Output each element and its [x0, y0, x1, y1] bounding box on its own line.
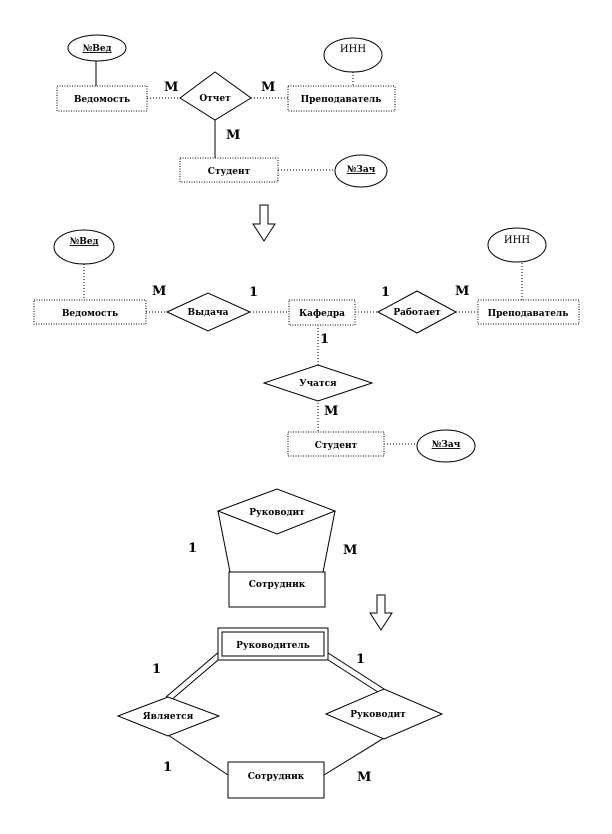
- entity-sotrudnik-3: [228, 571, 326, 608]
- cardinality-d3-right: М: [343, 543, 357, 558]
- connector-yavl-sotrudnik: [167, 734, 229, 776]
- connector-rukovoditel-ruk-b: [321, 655, 382, 695]
- relationship-vydacha-label: Выдача: [188, 308, 229, 318]
- cardinality-d1-right: М: [261, 80, 275, 95]
- entity-prepod-2: [477, 299, 580, 325]
- diagram-3: Руководит Сотрудник 1 М: [188, 488, 357, 608]
- relationship-rabotaet: [376, 290, 458, 334]
- attribute-inn-2: [487, 227, 547, 263]
- relationship-vydacha: [165, 292, 252, 332]
- entity-vedomost-2: [33, 299, 147, 325]
- cardinality-d1-left: М: [164, 80, 178, 95]
- diagram-4: Руководитель Является Руководит Сотрудни…: [116, 627, 444, 799]
- entity-sotrudnik-4-label: Сотрудник: [248, 772, 305, 782]
- connector-rukovoditel-yavl-a: [165, 650, 221, 698]
- relationship-rabotaet-label: Работает: [393, 307, 441, 318]
- attribute-nved-2: [53, 229, 115, 265]
- relationship-rukovodit-4: [324, 688, 444, 740]
- entity-rukovoditel-label: Руководитель: [236, 641, 310, 651]
- cardinality-d3-left: 1: [188, 541, 197, 556]
- relationship-yavlyaetsya: [116, 696, 221, 737]
- relationship-rukovodit-3: [216, 488, 337, 535]
- entity-student-2: [287, 431, 385, 457]
- entity-prepod-1: [287, 85, 396, 112]
- cardinality-d2-prepod: М: [455, 284, 469, 299]
- relationship-rukovodit-4-label: Руководит: [350, 710, 406, 720]
- entity-rukovoditel: [221, 631, 325, 657]
- entity-sotrudnik-4: [227, 761, 325, 799]
- down-arrow-icon: [252, 204, 276, 242]
- down-arrow-2-icon: [369, 594, 393, 631]
- connector-d3-right: [322, 510, 336, 573]
- attribute-nved-1: [67, 34, 127, 62]
- cardinality-d2-ved: М: [152, 284, 166, 299]
- attribute-inn-1: [323, 37, 383, 73]
- connector-ruk-sotrudnik: [323, 737, 385, 776]
- entity-vedomost-2-label: Ведомость: [62, 309, 118, 319]
- diagram-1: №Вед ИНН №Зач Ведомость Преподаватель Ст…: [56, 34, 396, 188]
- attribute-inn-2-label: ИНН: [504, 235, 530, 246]
- attribute-nzach-1: [334, 154, 388, 188]
- entity-kafedra-2: [288, 299, 356, 326]
- relationship-otchet-label: Отчет: [199, 94, 231, 104]
- relationship-yavlyaetsya-label: Является: [143, 712, 194, 722]
- relationship-uchatsya: [262, 364, 374, 402]
- attribute-nzach-2: [416, 429, 476, 463]
- cardinality-d2-student: М: [324, 404, 338, 419]
- entity-prepod-2-label: Преподаватель: [488, 309, 569, 319]
- connector-d3-left: [217, 510, 231, 573]
- cardinality-d2-kafedra-rabotaet: 1: [381, 285, 390, 300]
- attribute-nved-2-label: №Вед: [69, 237, 98, 247]
- connector-rukovoditel-ruk-a: [324, 650, 385, 690]
- entity-student-1: [179, 157, 279, 183]
- diagram-2: №Вед ИНН №Зач Ведомость Кафедра Преподав…: [33, 227, 580, 463]
- entity-student-1-label: Студент: [208, 167, 251, 177]
- cardinality-d2-kafedra-down: 1: [320, 332, 329, 347]
- relationship-otchet: [179, 71, 252, 121]
- attribute-nved-1-label: №Вед: [82, 44, 111, 54]
- entity-sotrudnik-3-label: Сотрудник: [249, 580, 306, 590]
- entity-kafedra-2-label: Кафедра: [299, 309, 345, 319]
- relationship-uchatsya-label: Учатся: [299, 379, 337, 389]
- attribute-nzach-1-label: №Зач: [347, 165, 376, 175]
- cardinality-d1-bottom: М: [226, 128, 240, 143]
- cardinality-d4-top-left: 1: [152, 662, 161, 677]
- entity-vedomost-1: [56, 85, 148, 112]
- attribute-nzach-2-label: №Зач: [432, 440, 461, 450]
- entity-vedomost-1-label: Ведомость: [74, 95, 130, 105]
- entity-student-2-label: Студент: [315, 441, 358, 451]
- cardinality-d2-vydacha-kafedra: 1: [249, 285, 258, 300]
- cardinality-d4-top-right: 1: [356, 652, 365, 667]
- entity-prepod-1-label: Преподаватель: [301, 95, 382, 105]
- cardinality-d4-bottom-right: М: [357, 770, 371, 785]
- cardinality-d4-bottom-left: 1: [163, 760, 172, 775]
- connector-rukovoditel-yavl-b: [169, 654, 225, 702]
- attribute-inn-1-label: ИНН: [340, 44, 366, 55]
- relationship-rukovodit-3-label: Руководит: [249, 508, 305, 518]
